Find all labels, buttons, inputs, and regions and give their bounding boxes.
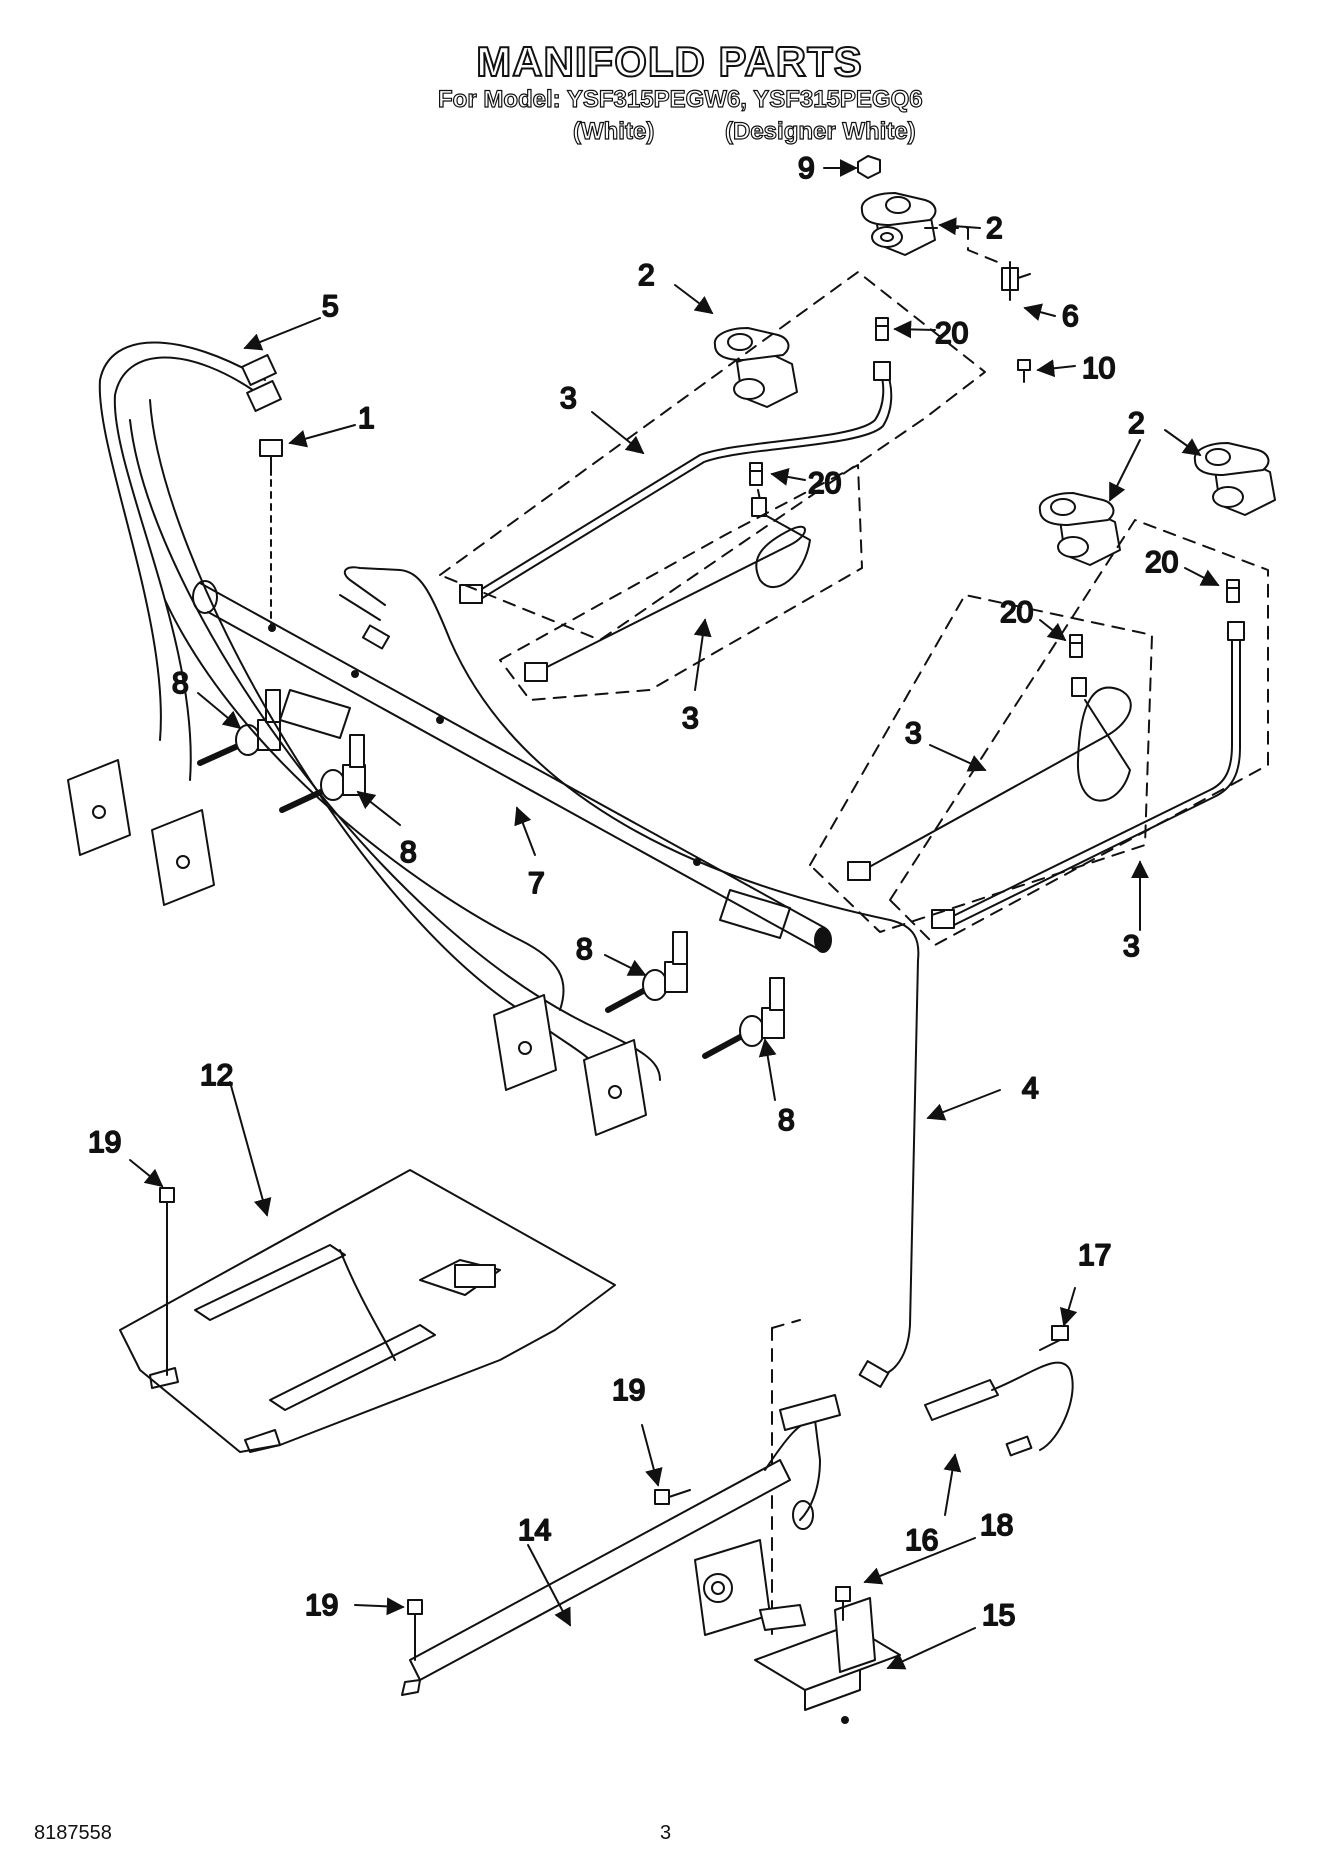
callout-label: 3 [560,382,577,415]
callout-label: 10 [1082,352,1115,385]
burner-tube [524,489,811,682]
callout-label: 16 [905,1524,938,1557]
callout-label: 8 [576,933,593,966]
callout-label: 4 [1022,1072,1039,1105]
callout-label: 1 [358,402,375,435]
callout-label: 2 [986,212,1003,245]
variant-white-label: (White) [572,117,655,145]
burner-valve [279,734,366,813]
callout-label: 2 [1128,407,1145,440]
burner-valve [197,689,281,766]
callout-label: 7 [528,867,545,900]
burner-tube [847,677,1132,881]
burner-head [860,192,937,256]
bake-burner [401,1394,841,1696]
orifice [749,462,763,486]
screw [259,439,283,476]
safety-valve [694,1539,901,1724]
callout-label: 5 [322,290,339,323]
callout-label: 2 [638,259,655,292]
callout-label: 8 [172,667,189,700]
callout-label: 20 [935,317,968,350]
burner-valve [605,931,688,1013]
leader-arrows [129,159,1220,1670]
burner-head [1038,492,1121,566]
electrode [1001,261,1031,301]
callout-label: 8 [778,1104,795,1137]
callout-label: 3 [905,717,922,750]
page-title: MANIFOLD PARTS [475,37,863,86]
page-number: 3 [660,1822,672,1844]
screw [1039,1325,1069,1351]
callout-label: 15 [982,1599,1015,1632]
wire-harness [67,341,661,1136]
callout-label: 19 [88,1126,121,1159]
orifice [1226,579,1240,603]
screw [1017,359,1031,383]
burner-head [713,327,798,408]
callout-label: 18 [980,1509,1013,1542]
callout-label: 14 [518,1514,551,1547]
callout-label: 12 [200,1059,233,1092]
variant-designer-label: (Designer White) [724,117,916,145]
callout-label: 19 [305,1589,338,1622]
part-number: 8187558 [34,1822,112,1844]
screw [654,1489,691,1505]
callout-label: 17 [1078,1239,1111,1272]
manifold-pipe [192,580,832,953]
callout-label: 6 [1062,300,1079,333]
callout-labels: 9 2 2 6 20 10 5 1 3 20 2 2 20 20 8 8 7 3… [87,151,1179,1633]
callout-label: 19 [612,1374,645,1407]
burner-valve [702,977,785,1059]
nut [857,155,881,179]
orifice [875,317,889,341]
burner-tube [931,621,1245,929]
callout-label: 8 [400,836,417,869]
burner-head [1193,442,1276,516]
burner-plate [119,1169,616,1453]
callout-label: 20 [1000,596,1033,629]
model-line: For Model: YSF315PEGW6, YSF315PEGQ6 [437,85,923,113]
igniter [924,1361,1074,1457]
callout-label: 3 [1123,930,1140,963]
callout-label: 20 [808,467,841,500]
callout-label: 20 [1145,546,1178,579]
screw [159,1187,175,1376]
screw [407,1599,423,1661]
screw [835,1586,851,1621]
callout-label: 9 [798,152,815,185]
orifice [1069,634,1083,658]
supply-tube [339,566,920,1388]
callout-label: 3 [682,702,699,735]
